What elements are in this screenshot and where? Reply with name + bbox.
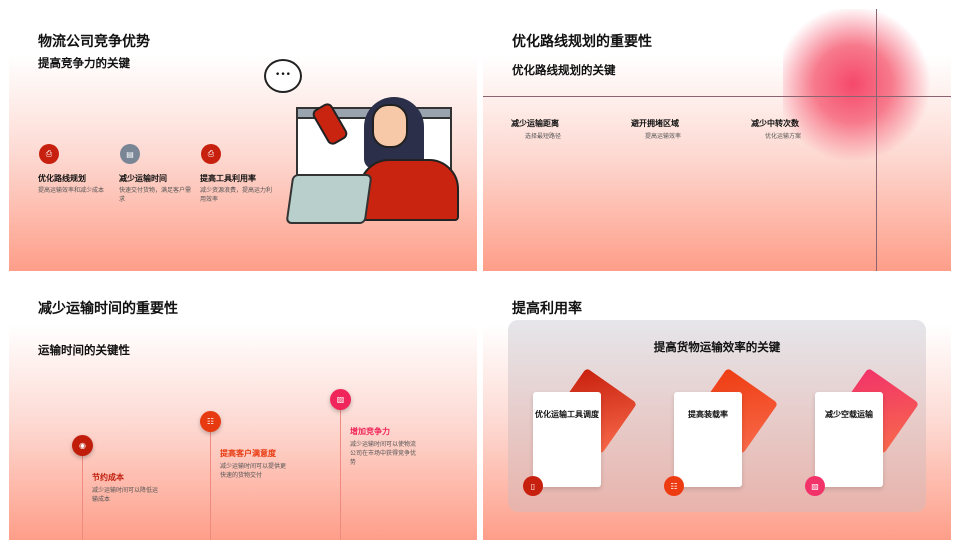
card-label: 优化运输工具调度 bbox=[535, 410, 599, 419]
divider-vertical bbox=[876, 9, 877, 271]
timeline-title: 增加竞争力 bbox=[350, 427, 390, 436]
key-point-title: 避开拥堵区域 bbox=[631, 119, 679, 128]
card-label: 减少空载运输 bbox=[825, 410, 873, 419]
document-icon: ▯ bbox=[523, 476, 543, 496]
slide-title: 物流公司竞争优势 bbox=[38, 34, 150, 50]
card[interactable] bbox=[674, 392, 742, 487]
key-point-title: 减少中转次数 bbox=[751, 119, 799, 128]
slide-title: 减少运输时间的重要性 bbox=[38, 301, 178, 317]
timeline-title: 节约成本 bbox=[92, 473, 124, 482]
speech-bubble-icon: ••• bbox=[264, 59, 302, 93]
clipboard-icon: ▤ bbox=[120, 144, 140, 164]
slide-subtitle: 优化路线规划的关键 bbox=[512, 63, 616, 77]
timeline-title: 提高客户满意度 bbox=[220, 449, 276, 458]
slide-4[interactable]: 提高利用率 提高货物运输效率的关键 优化运输工具调度 ▯ 提高装载率 ☷ 减少空… bbox=[483, 278, 951, 540]
printer-icon: ⎙ bbox=[39, 144, 59, 164]
timeline-desc: 减少运输时间可以提供更快速的货物交付 bbox=[220, 463, 287, 479]
card-label: 提高装载率 bbox=[688, 410, 728, 419]
divider-horizontal bbox=[483, 96, 951, 97]
feature-title: 优化路线规划 bbox=[38, 174, 86, 183]
feature-title: 减少运输时间 bbox=[119, 174, 167, 183]
key-point-title: 减少运输距离 bbox=[511, 119, 559, 128]
timeline-desc: 减少运输时间可以使物流公司在市场中获得竞争优势 bbox=[350, 441, 417, 466]
slide-1[interactable]: 物流公司竞争优势 提高竞争力的关键 ⎙ 优化路线规划 提高运输效率和减少成本 ▤… bbox=[9, 9, 477, 271]
feature-desc: 提高运输效率和减少成本 bbox=[38, 187, 105, 194]
slide-title: 提高利用率 bbox=[512, 301, 582, 317]
feature-title: 提高工具利用率 bbox=[200, 174, 256, 183]
key-point-desc: 优化运输方案 bbox=[765, 133, 802, 140]
timeline-desc: 减少运输时间可以降低运输成本 bbox=[92, 487, 159, 503]
decorative-blob bbox=[783, 9, 951, 169]
sitemap-icon: ☷ bbox=[200, 411, 221, 432]
slide-3[interactable]: 减少运输时间的重要性 运输时间的关键性 ◉ 节约成本 减少运输时间可以降低运输成… bbox=[9, 278, 477, 540]
webcam-icon: ◉ bbox=[72, 435, 93, 456]
slide-subtitle: 提高竞争力的关键 bbox=[38, 56, 130, 70]
sitemap-icon: ☷ bbox=[664, 476, 684, 496]
slide-title: 优化路线规划的重要性 bbox=[512, 34, 652, 50]
slide-2[interactable]: 优化路线规划的重要性 优化路线规划的关键 减少运输距离 选择最短路径 避开拥堵区域… bbox=[483, 9, 951, 271]
key-point-desc: 提高运输效率 bbox=[645, 133, 682, 140]
person-laptop-illustration: ••• bbox=[264, 59, 464, 229]
timeline-line bbox=[82, 445, 83, 540]
timeline-line bbox=[210, 421, 211, 540]
image-icon: ▨ bbox=[805, 476, 825, 496]
key-point-desc: 选择最短路径 bbox=[525, 133, 562, 140]
image-icon: ▨ bbox=[330, 389, 351, 410]
card[interactable] bbox=[815, 392, 883, 487]
timeline-line bbox=[340, 399, 341, 540]
slide-subtitle: 运输时间的关键性 bbox=[38, 343, 130, 357]
feature-desc: 快速交付货物，满足客户需求 bbox=[119, 187, 192, 203]
card[interactable] bbox=[533, 392, 601, 487]
feature-desc: 减少资源浪费，提高运力利用效率 bbox=[200, 187, 273, 203]
panel-title: 提高货物运输效率的关键 bbox=[653, 340, 781, 354]
printer-icon: ⎙ bbox=[201, 144, 221, 164]
